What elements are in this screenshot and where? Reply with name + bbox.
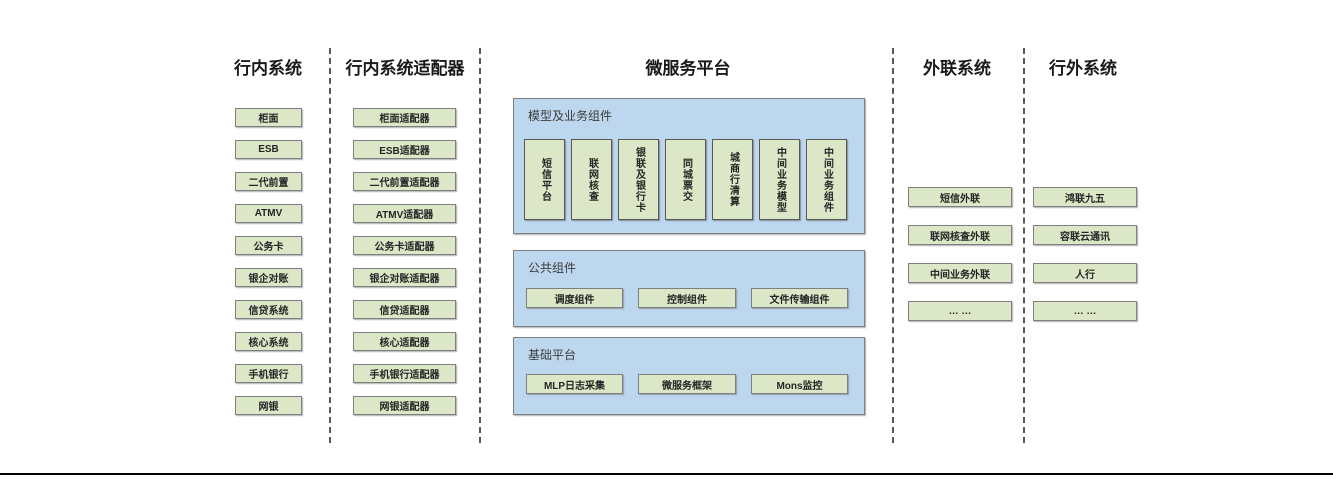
- component-box: 联网核查: [571, 139, 612, 220]
- column-title-internal-adapters: 行内系统适配器: [345, 59, 465, 78]
- system-box: 短信外联: [908, 187, 1012, 207]
- system-box: 核心系统: [235, 332, 302, 351]
- panel-model-business-components: 模型及业务组件 短信平台 联网核查 银联及银行卡 同城票交 城商行清算 中间业务…: [513, 98, 865, 234]
- outreach-systems-column: 短信外联 联网核查外联 中间业务外联 … …: [908, 187, 1012, 339]
- component-box: 文件传输组件: [751, 288, 848, 308]
- adapter-box: ATMV适配器: [353, 204, 456, 223]
- component-box: 银联及银行卡: [618, 139, 659, 220]
- component-box: 短信平台: [524, 139, 565, 220]
- system-box: 容联云通讯: [1033, 225, 1137, 245]
- system-box: 手机银行: [235, 364, 302, 383]
- panel-base-platform: 基础平台 MLP日志采集 微服务框架 Mons监控: [513, 337, 865, 415]
- column-divider: [329, 48, 331, 443]
- adapter-box: 二代前置适配器: [353, 172, 456, 191]
- component-box: 城商行清算: [712, 139, 753, 220]
- internal-systems-column: 柜面 ESB 二代前置 ATMV 公务卡 银企对账 信贷系统 核心系统 手机银行…: [235, 108, 302, 428]
- adapter-box: ESB适配器: [353, 140, 456, 159]
- component-row: 调度组件 控制组件 文件传输组件: [514, 288, 864, 308]
- system-box-ellipsis: … …: [908, 301, 1012, 321]
- system-box-ellipsis: … …: [1033, 301, 1137, 321]
- system-box: 鸿联九五: [1033, 187, 1137, 207]
- adapter-box: 网银适配器: [353, 396, 456, 415]
- column-title-external-systems: 行外系统: [1049, 59, 1117, 78]
- component-box: 控制组件: [638, 288, 736, 308]
- system-box: 联网核查外联: [908, 225, 1012, 245]
- column-divider: [479, 48, 481, 443]
- column-divider: [892, 48, 894, 443]
- component-box: 中间业务模型: [759, 139, 800, 220]
- system-box: 二代前置: [235, 172, 302, 191]
- adapter-box: 柜面适配器: [353, 108, 456, 127]
- component-box: 微服务框架: [638, 374, 736, 394]
- system-box: ESB: [235, 140, 302, 159]
- system-box: 公务卡: [235, 236, 302, 255]
- column-divider: [1023, 48, 1025, 443]
- component-box: 中间业务组件: [806, 139, 847, 220]
- vertical-component-row: 短信平台 联网核查 银联及银行卡 同城票交 城商行清算 中间业务模型 中间业务组…: [524, 139, 847, 220]
- bottom-rule: [0, 473, 1333, 475]
- panel-title: 模型及业务组件: [528, 109, 613, 123]
- adapter-box: 银企对账适配器: [353, 268, 456, 287]
- column-title-outreach-systems: 外联系统: [923, 59, 991, 78]
- component-box: MLP日志采集: [526, 374, 623, 394]
- external-systems-column: 鸿联九五 容联云通讯 人行 … …: [1033, 187, 1137, 339]
- adapter-box: 核心适配器: [353, 332, 456, 351]
- system-box: 网银: [235, 396, 302, 415]
- column-title-internal-systems: 行内系统: [234, 59, 302, 78]
- system-box: 人行: [1033, 263, 1137, 283]
- internal-adapters-column: 柜面适配器 ESB适配器 二代前置适配器 ATMV适配器 公务卡适配器 银企对账…: [353, 108, 456, 428]
- panel-common-components: 公共组件 调度组件 控制组件 文件传输组件: [513, 250, 865, 327]
- adapter-box: 公务卡适配器: [353, 236, 456, 255]
- component-box: Mons监控: [751, 374, 848, 394]
- panel-title: 基础平台: [528, 348, 577, 362]
- system-box: 信贷系统: [235, 300, 302, 319]
- system-box: 银企对账: [235, 268, 302, 287]
- panel-title: 公共组件: [528, 261, 577, 275]
- component-row: MLP日志采集 微服务框架 Mons监控: [514, 374, 864, 394]
- adapter-box: 手机银行适配器: [353, 364, 456, 383]
- column-title-microservice-platform: 微服务平台: [645, 59, 731, 78]
- component-box: 同城票交: [665, 139, 706, 220]
- component-box: 调度组件: [526, 288, 623, 308]
- adapter-box: 信贷适配器: [353, 300, 456, 319]
- system-box: 柜面: [235, 108, 302, 127]
- system-box: ATMV: [235, 204, 302, 223]
- system-box: 中间业务外联: [908, 263, 1012, 283]
